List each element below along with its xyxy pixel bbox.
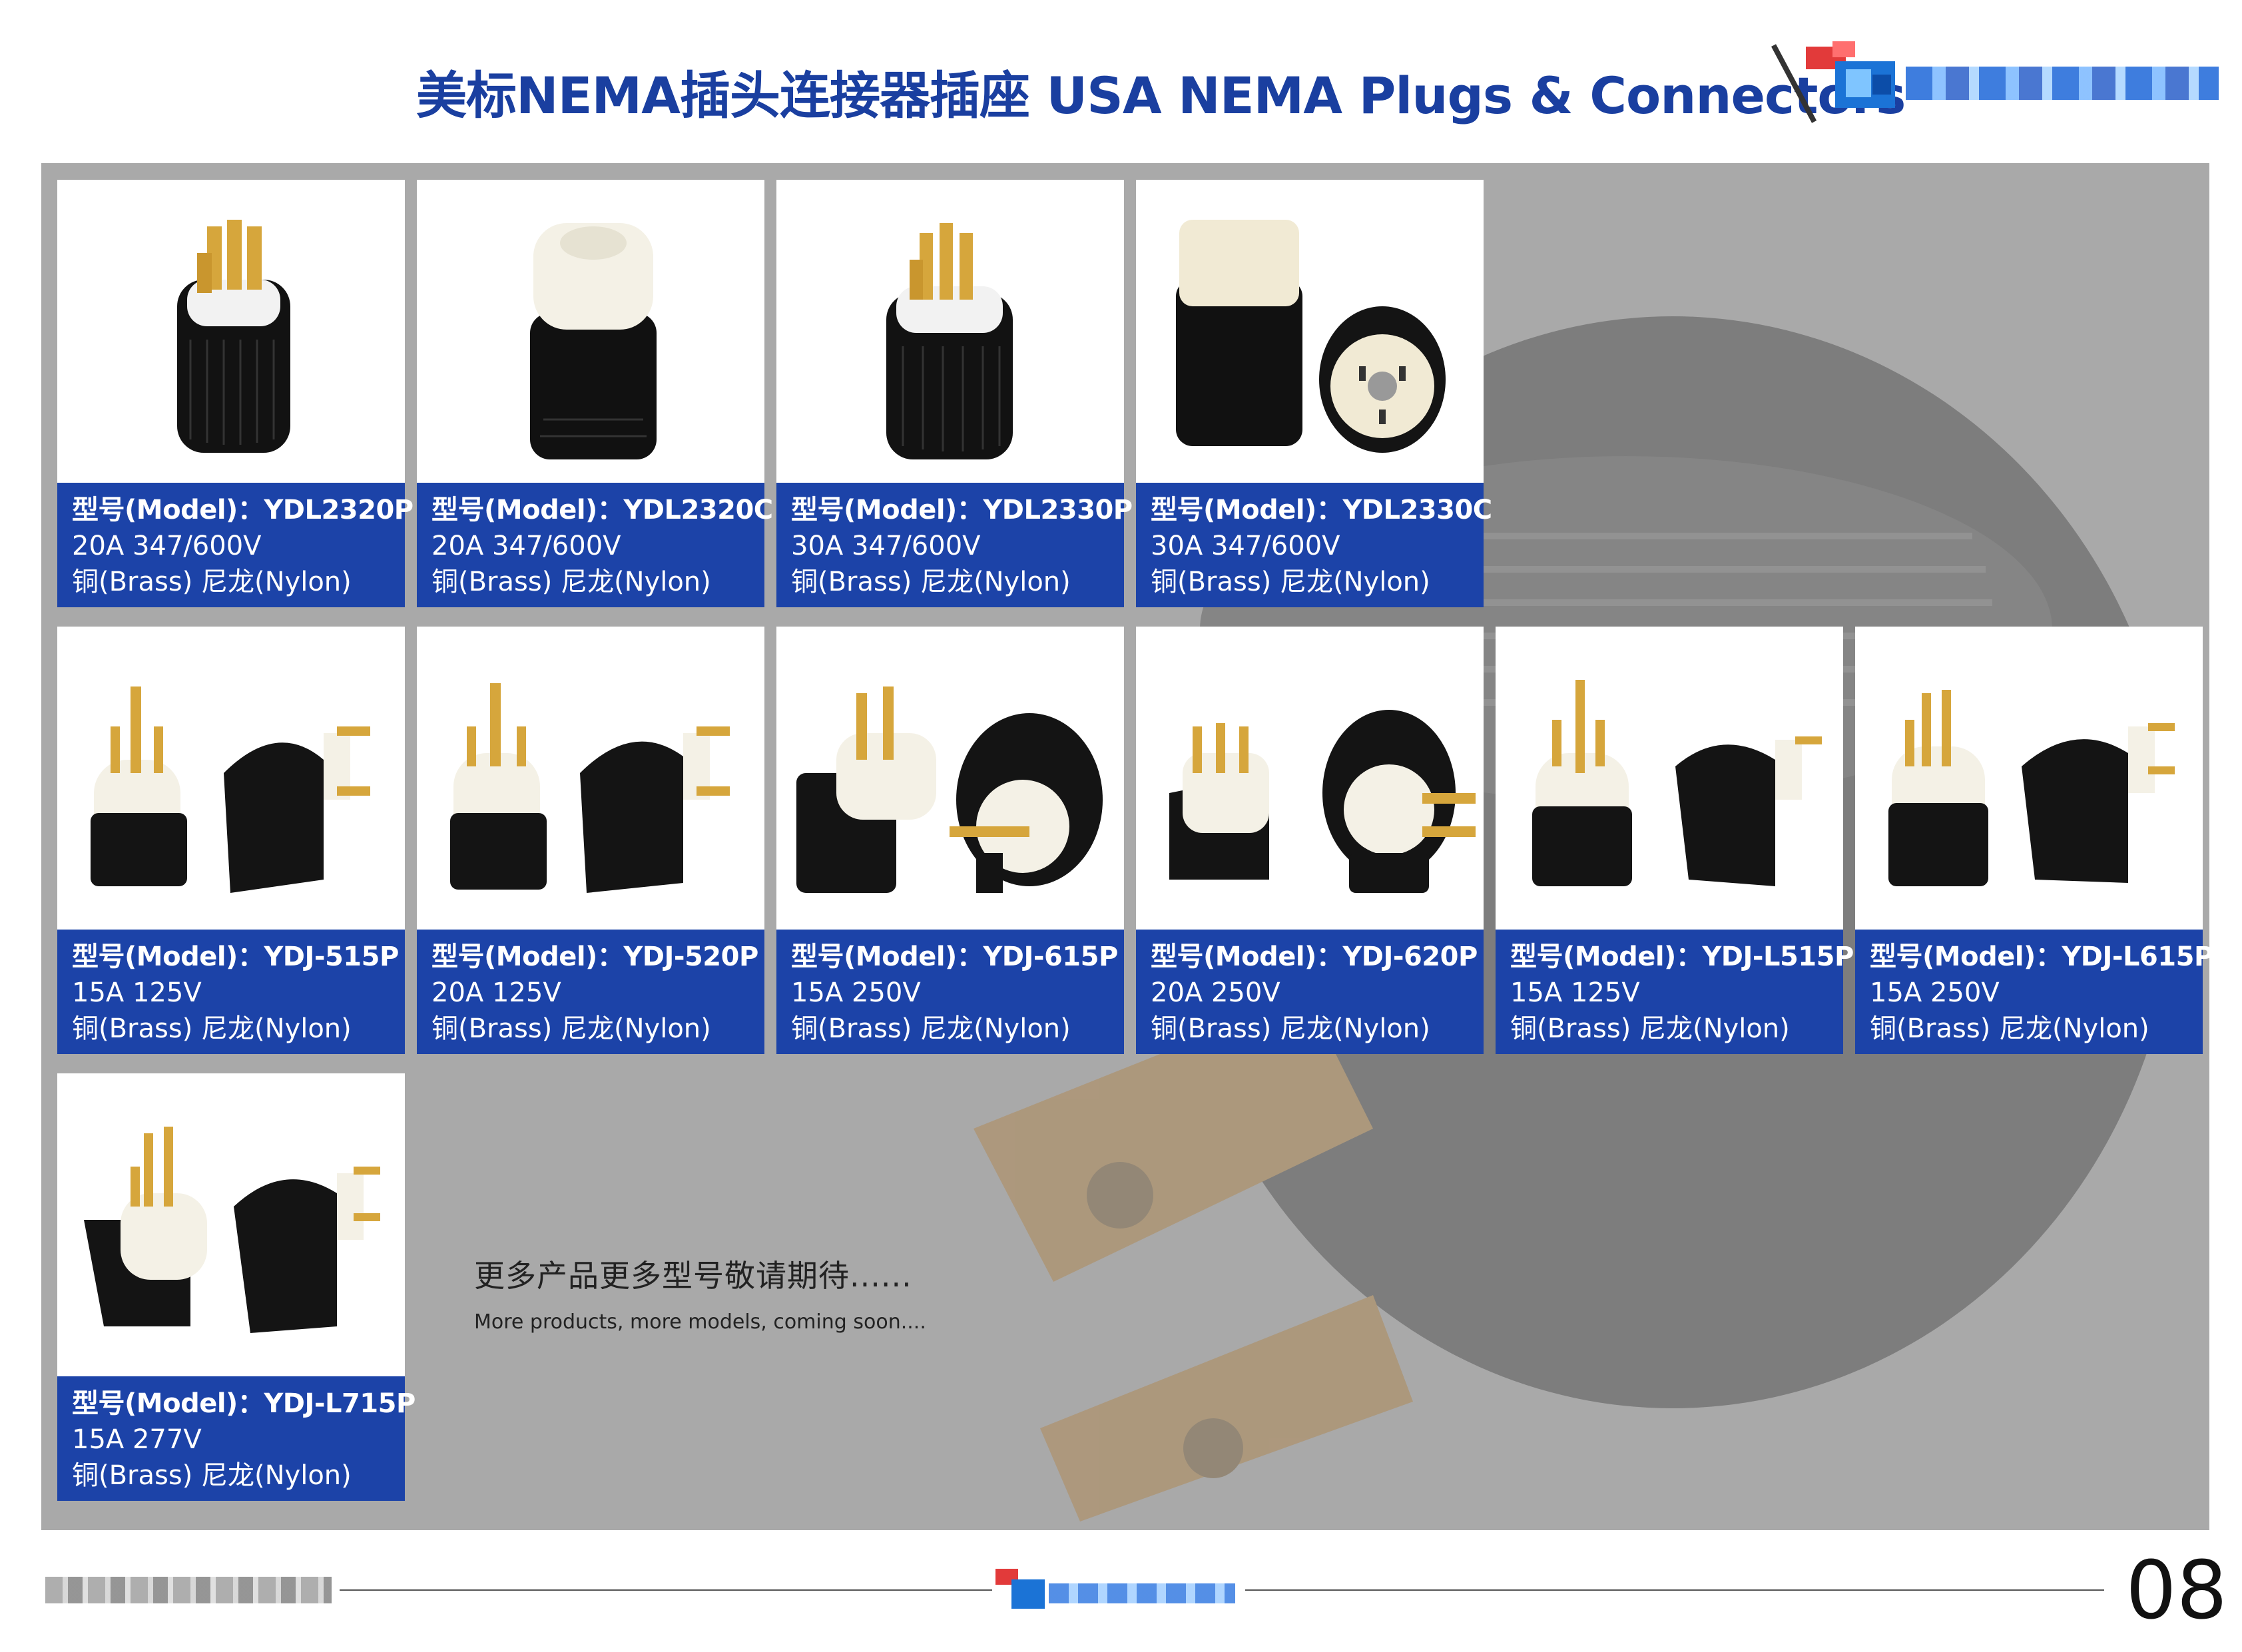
page-title: 美标NEMA插头连接器插座 USA NEMA Plugs & Connector… — [416, 66, 1906, 125]
product-model: 型号(Model)：YDJ-615P — [791, 942, 1118, 972]
product-card[interactable]: 型号(Model)：YDL2330C 30A 347/600V 铜(Brass)… — [1136, 180, 1492, 607]
product-card[interactable]: 型号(Model)：YDL2320C 20A 347/600V 铜(Brass)… — [417, 180, 773, 607]
product-caption: 型号(Model)：YDL2330C 30A 347/600V 铜(Brass)… — [1136, 483, 1492, 607]
product-spec: 15A 125V — [72, 977, 202, 1008]
product-caption: 型号(Model)：YDJ-615P 15A 250V 铜(Brass) 尼龙(… — [776, 930, 1124, 1054]
product-spec: 20A 250V — [1151, 977, 1280, 1008]
product-photo — [417, 627, 764, 930]
product-spec: 20A 125V — [431, 977, 561, 1008]
product-model: 型号(Model)：YDJ-515P — [72, 942, 399, 972]
product-card[interactable]: 型号(Model)：YDJ-515P 15A 125V 铜(Brass) 尼龙(… — [57, 627, 405, 1054]
product-spec: 15A 250V — [1870, 977, 2000, 1008]
product-model: 型号(Model)：YDJ-620P — [1151, 942, 1478, 972]
product-photo — [776, 627, 1124, 930]
product-material: 铜(Brass) 尼龙(Nylon) — [72, 1460, 352, 1491]
product-model: 型号(Model)：YDL2320P — [72, 495, 414, 525]
product-model: 型号(Model)：YDJ-L515P — [1510, 942, 1854, 972]
product-photo — [776, 180, 1124, 483]
product-caption: 型号(Model)：YDJ-520P 20A 125V 铜(Brass) 尼龙(… — [417, 930, 764, 1054]
coming-soon-note: 更多产品更多型号敬请期待...... More products, more m… — [474, 1252, 1207, 1334]
product-model: 型号(Model)：YDJ-520P — [431, 942, 758, 972]
product-caption: 型号(Model)：YDL2330P 30A 347/600V 铜(Brass)… — [776, 483, 1133, 607]
product-model: 型号(Model)：YDL2330C — [1151, 495, 1492, 525]
product-material: 铜(Brass) 尼龙(Nylon) — [431, 1013, 711, 1044]
product-card[interactable]: 型号(Model)：YDL2320P 20A 347/600V 铜(Brass)… — [57, 180, 414, 607]
product-spec: 30A 347/600V — [791, 531, 981, 561]
brand-logo-mark — [1806, 41, 1906, 115]
page-number: 08 — [2125, 1545, 2227, 1637]
product-card[interactable]: 型号(Model)：YDL2330P 30A 347/600V 铜(Brass)… — [776, 180, 1133, 607]
product-material: 铜(Brass) 尼龙(Nylon) — [1510, 1013, 1790, 1044]
product-spec: 20A 347/600V — [72, 531, 262, 561]
brand-logo — [1806, 41, 2219, 115]
product-caption: 型号(Model)：YDJ-515P 15A 125V 铜(Brass) 尼龙(… — [57, 930, 405, 1054]
product-spec: 15A 250V — [791, 977, 921, 1008]
product-caption: 型号(Model)：YDJ-L615P 15A 250V 铜(Brass) 尼龙… — [1855, 930, 2213, 1054]
product-spec: 15A 277V — [72, 1424, 202, 1455]
product-model: 型号(Model)：YDJ-L615P — [1870, 942, 2213, 972]
product-card[interactable]: 型号(Model)：YDJ-L515P 15A 125V 铜(Brass) 尼龙… — [1496, 627, 1854, 1054]
product-model: 型号(Model)：YDL2320C — [431, 495, 773, 525]
product-spec: 30A 347/600V — [1151, 531, 1340, 561]
product-material: 铜(Brass) 尼龙(Nylon) — [431, 567, 711, 597]
coming-soon-en: More products, more models, coming soon.… — [474, 1310, 926, 1334]
product-caption: 型号(Model)：YDJ-620P 20A 250V 铜(Brass) 尼龙(… — [1136, 930, 1484, 1054]
product-caption: 型号(Model)：YDJ-L515P 15A 125V 铜(Brass) 尼龙… — [1496, 930, 1854, 1054]
product-photo — [1496, 627, 1843, 930]
product-material: 铜(Brass) 尼龙(Nylon) — [791, 1013, 1071, 1044]
product-photo — [1855, 627, 2203, 930]
product-material: 铜(Brass) 尼龙(Nylon) — [1870, 1013, 2149, 1044]
footer-divider-left — [340, 1589, 992, 1591]
product-card[interactable]: 型号(Model)：YDJ-615P 15A 250V 铜(Brass) 尼龙(… — [776, 627, 1124, 1054]
product-photo — [1136, 180, 1484, 483]
product-caption: 型号(Model)：YDL2320P 20A 347/600V 铜(Brass)… — [57, 483, 414, 607]
product-material: 铜(Brass) 尼龙(Nylon) — [72, 1013, 352, 1044]
product-spec: 20A 347/600V — [431, 531, 621, 561]
product-material: 铜(Brass) 尼龙(Nylon) — [791, 567, 1071, 597]
product-photo — [57, 627, 405, 930]
product-card[interactable]: 型号(Model)：YDJ-L615P 15A 250V 铜(Brass) 尼龙… — [1855, 627, 2213, 1054]
footer-website-blurred — [45, 1577, 332, 1603]
product-photo — [417, 180, 764, 483]
product-card[interactable]: 型号(Model)：YDJ-520P 20A 125V 铜(Brass) 尼龙(… — [417, 627, 764, 1054]
coming-soon-cn: 更多产品更多型号敬请期待...... — [474, 1258, 912, 1294]
product-material: 铜(Brass) 尼龙(Nylon) — [1151, 567, 1430, 597]
product-material: 铜(Brass) 尼龙(Nylon) — [72, 567, 352, 597]
product-caption: 型号(Model)：YDJ-L715P 15A 277V 铜(Brass) 尼龙… — [57, 1376, 416, 1501]
product-photo — [57, 1073, 405, 1376]
product-card[interactable]: 型号(Model)：YDJ-620P 20A 250V 铜(Brass) 尼龙(… — [1136, 627, 1484, 1054]
product-card[interactable]: 型号(Model)：YDJ-L715P 15A 277V 铜(Brass) 尼龙… — [57, 1073, 416, 1501]
product-photo — [57, 180, 405, 483]
product-caption: 型号(Model)：YDL2320C 20A 347/600V 铜(Brass)… — [417, 483, 773, 607]
product-photo — [1136, 627, 1484, 930]
product-material: 铜(Brass) 尼龙(Nylon) — [1151, 1013, 1430, 1044]
brand-logo-wordmark — [1906, 67, 2219, 100]
product-model: 型号(Model)：YDL2330P — [791, 495, 1133, 525]
product-model: 型号(Model)：YDJ-L715P — [72, 1388, 416, 1419]
footer-logo — [995, 1566, 1242, 1613]
product-spec: 15A 125V — [1510, 977, 1640, 1008]
footer-divider-right — [1245, 1589, 2104, 1591]
